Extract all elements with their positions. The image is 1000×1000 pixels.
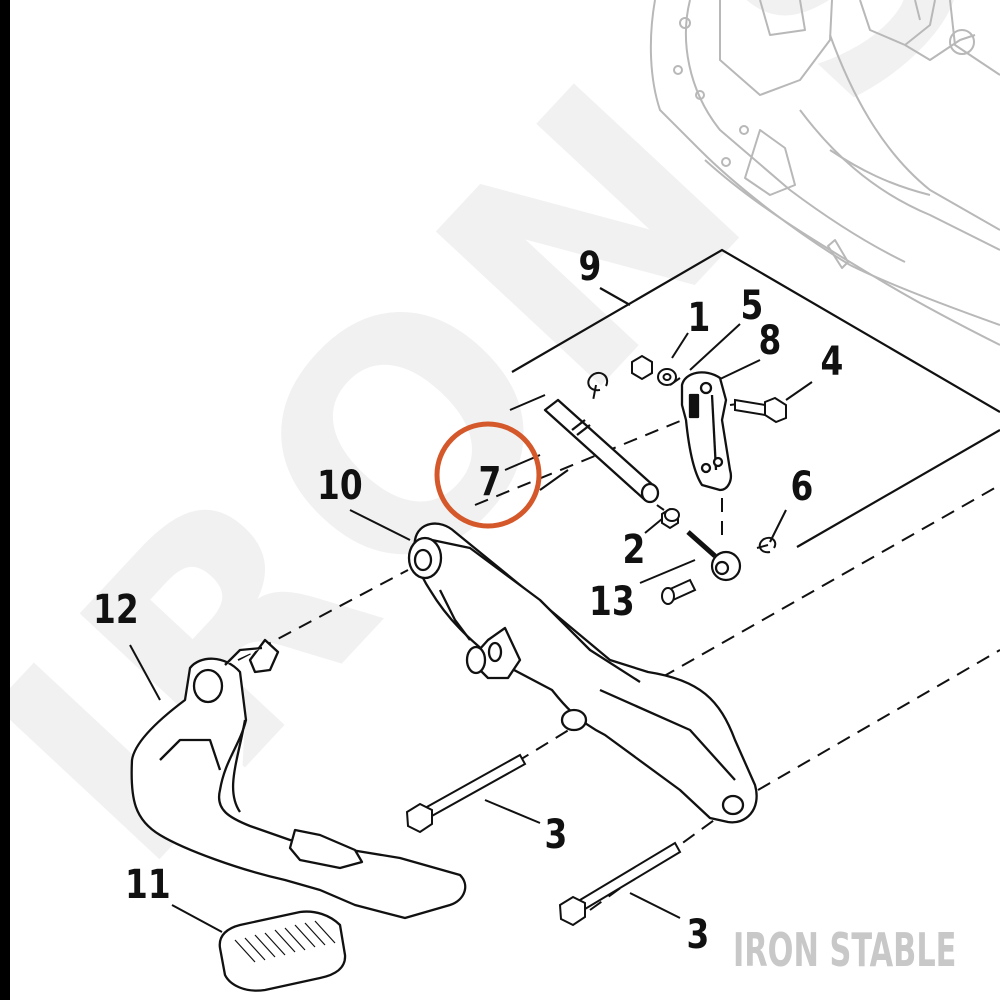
- callout-label-2: 2: [622, 527, 646, 573]
- callout-label-4: 4: [820, 339, 844, 385]
- pivot-pin-icon: [543, 398, 660, 504]
- long-bolt-icon: [405, 753, 682, 927]
- callout-label-6: 6: [790, 464, 814, 510]
- washer-icon: [657, 368, 680, 522]
- clevis-pin-icon: [661, 578, 697, 605]
- brake-pedal-icon: [130, 638, 467, 920]
- callout-label-3a: 3: [544, 812, 568, 858]
- callout-label-5: 5: [740, 283, 764, 329]
- callout-label-12: 12: [93, 587, 139, 633]
- callout-label-10: 10: [317, 463, 363, 509]
- brand-watermark: IRON STABLE: [733, 923, 957, 977]
- retaining-ring-icon: [587, 372, 777, 554]
- highlight-circle: [434, 421, 542, 529]
- pedal-pad-icon: [218, 910, 347, 992]
- clevis-icon: [680, 371, 732, 492]
- callout-label-9: 9: [578, 244, 602, 290]
- group-bracket-9: [511, 248, 1000, 548]
- bolt-icon: [734, 396, 787, 424]
- callout-label-11: 11: [125, 862, 171, 908]
- callout-label-13: 13: [589, 579, 635, 625]
- callout-label-7: 7: [478, 459, 502, 505]
- callout-label-1: 1: [687, 295, 711, 341]
- rod-end-icon: [686, 530, 742, 582]
- callout-label-8: 8: [758, 318, 782, 364]
- pivot-bracket-icon: [407, 522, 758, 824]
- left-edge-bar: [0, 0, 10, 1000]
- frame-outline-icon: [649, 0, 1000, 346]
- callout-label-3b: 3: [686, 912, 710, 958]
